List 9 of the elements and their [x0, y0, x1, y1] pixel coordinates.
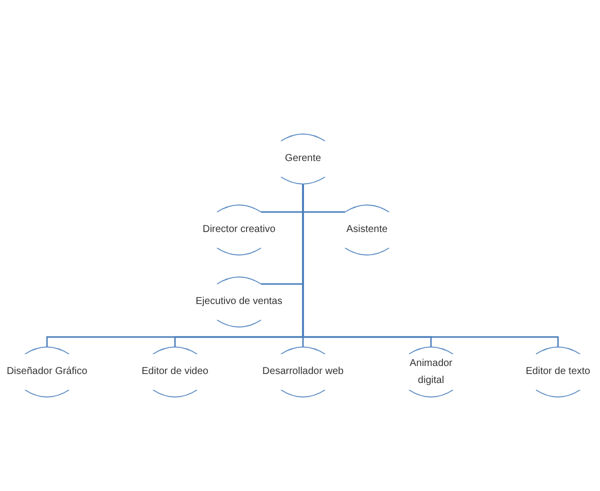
- job-title: Editor de video: [142, 366, 208, 378]
- job-title: Gerente: [284, 152, 322, 164]
- job-title: Director creativo: [202, 224, 276, 236]
- job-title: Diseñador Gráfico: [6, 366, 88, 378]
- job-title: Ejecutivo de ventas: [196, 296, 282, 308]
- job-title: Desarrollador web: [262, 366, 344, 378]
- job-title: Asistente: [346, 224, 388, 236]
- job-title: Animador digital: [408, 357, 454, 388]
- job-title: Editor de texto: [526, 366, 590, 378]
